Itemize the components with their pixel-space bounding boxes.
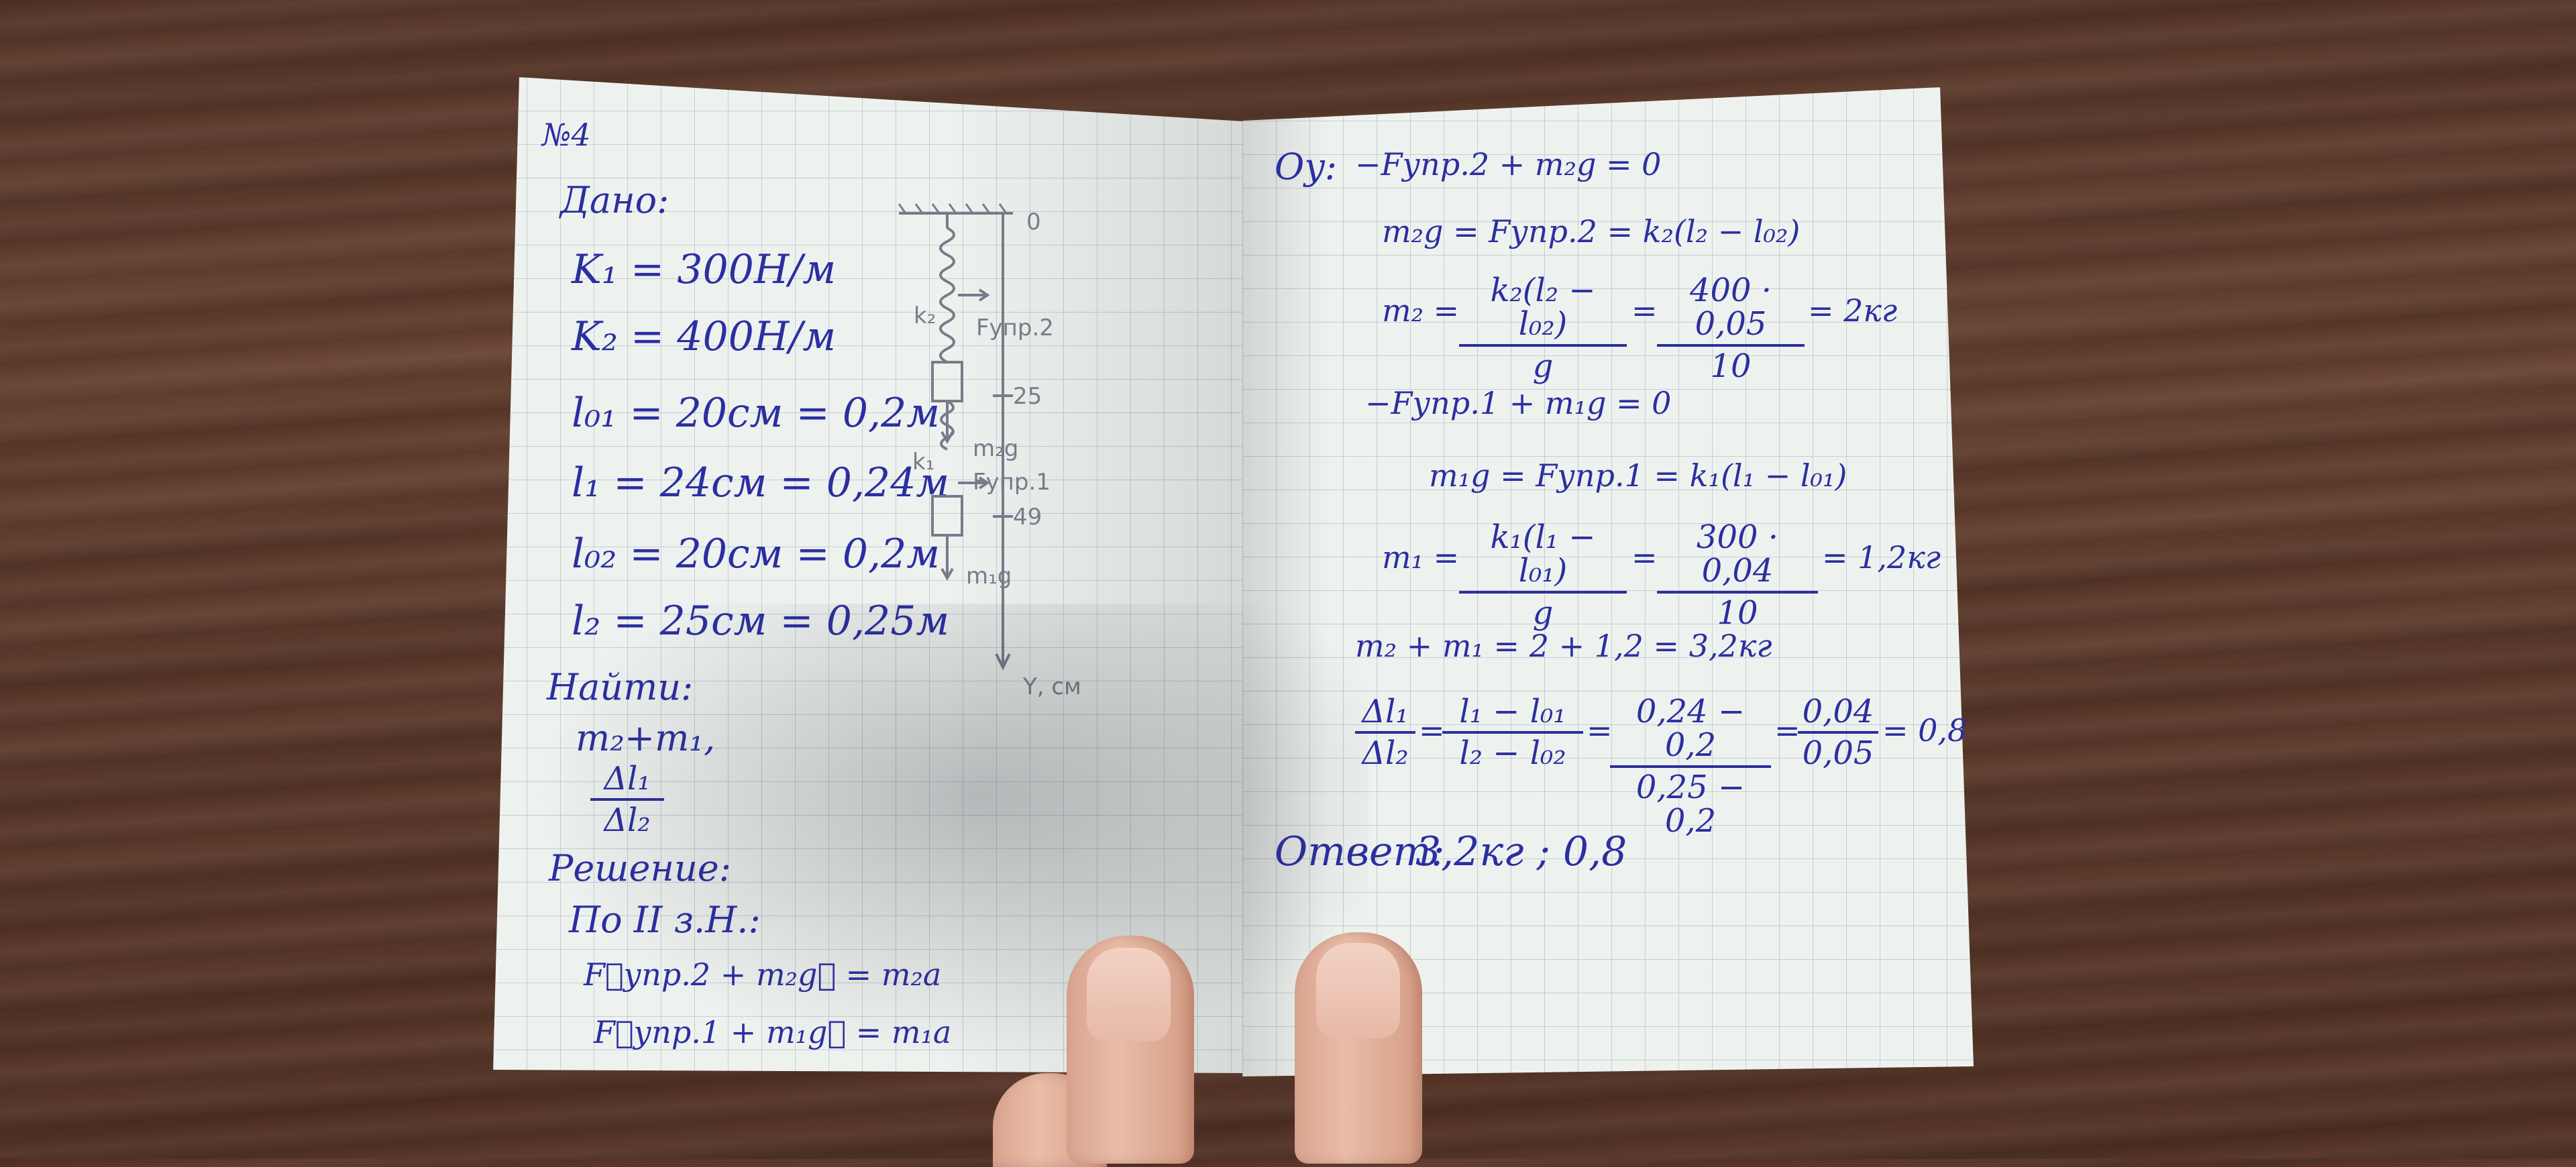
right-line-6-rhs: = 1,2кг xyxy=(1822,539,1941,575)
right-line-3-rhs: = 2кг xyxy=(1808,292,1898,329)
find-ratio-num: Δl₁ xyxy=(590,762,664,801)
given-k1: K₁ = 300Н/м xyxy=(572,246,837,293)
right-line-6-frac-1: k₁(l₁ − l₀₁) g xyxy=(1459,520,1627,630)
equals-sign: = xyxy=(1631,292,1658,329)
find-ratio: Δl₁ Δl₂ xyxy=(590,762,664,838)
diagram-mark-25: 25 xyxy=(1013,383,1042,410)
diagram-origin-label: 0 xyxy=(1026,209,1041,235)
right-line-8-frac-2: l₁ − l₀₁ l₂ − l₀₂ xyxy=(1442,695,1583,771)
right-line-8-frac-3-den: 0,25 − 0,2 xyxy=(1635,768,1746,840)
left-page xyxy=(493,77,1244,1073)
right-line-8-frac-4-num: 0,04 xyxy=(1798,695,1878,734)
find-mass-sum: m₂+m₁, xyxy=(576,717,716,759)
right-line-7: m₂ + m₁ = 2 + 1,2 = 3,2кг xyxy=(1355,628,1772,664)
answer-label: Ответ: xyxy=(1275,828,1445,875)
equals-sign: = xyxy=(1774,712,1801,748)
right-line-6-frac-1-den: g xyxy=(1532,594,1554,632)
diagram-m2-label: m₂g xyxy=(973,435,1018,462)
given-label: Дано: xyxy=(560,179,669,221)
right-line-2: m₂g = Fупр.2 = k₂(l₂ − l₀₂) xyxy=(1382,213,1801,249)
given-l1: l₁ = 24см = 0,24м xyxy=(572,459,950,506)
right-line-8-frac-3: 0,24 − 0,2 0,25 − 0,2 xyxy=(1610,695,1771,838)
answer-value: 3,2кг ; 0,8 xyxy=(1415,828,1627,875)
right-line-4: −Fупр.1 + m₁g = 0 xyxy=(1365,385,1672,421)
right-line-8-frac-2-num: l₁ − l₀₁ xyxy=(1442,695,1583,734)
right-line-8-frac-3-num: 0,24 − 0,2 xyxy=(1610,695,1771,768)
problem-number: №4 xyxy=(542,117,591,153)
diagram-k2-label: k₂ xyxy=(914,302,936,329)
right-page xyxy=(1242,87,1974,1076)
fingernail-left xyxy=(1087,948,1171,1042)
right-line-3-frac-2-num: 400 · 0,05 xyxy=(1657,274,1805,347)
find-label: Найти: xyxy=(547,666,694,708)
right-line-8-frac-1-den: Δl₂ xyxy=(1362,734,1409,773)
right-line-3-frac-1: k₂(l₂ − l₀₂) g xyxy=(1459,274,1627,383)
law-label: По II з.Н.: xyxy=(569,899,761,941)
right-line-3-frac-1-num: k₂(l₂ − l₀₂) xyxy=(1459,274,1627,347)
fingernail-right xyxy=(1316,943,1400,1038)
finger-right xyxy=(1295,932,1422,1164)
right-line-5: m₁g = Fупр.1 = k₁(l₁ − l₀₁) xyxy=(1429,457,1847,494)
right-line-8-frac-1-num: Δl₁ xyxy=(1355,695,1415,734)
given-l2: l₂ = 25см = 0,25м xyxy=(572,598,950,645)
right-line-3-frac-2-den: 10 xyxy=(1710,347,1752,385)
right-line-3-lhs: m₂ = xyxy=(1382,292,1460,329)
finger-left xyxy=(1067,936,1194,1164)
equals-sign: = xyxy=(1419,712,1445,748)
right-line-1: −Fупр.2 + m₂g = 0 xyxy=(1355,146,1662,182)
oy-label: Oy: xyxy=(1275,146,1337,188)
given-k2: K₂ = 400Н/м xyxy=(572,313,837,360)
right-line-8-frac-2-den: l₂ − l₀₂ xyxy=(1459,734,1566,773)
given-l01: l₀₁ = 20см = 0,2м xyxy=(572,390,940,437)
right-line-6-lhs: m₁ = xyxy=(1382,539,1460,575)
right-line-8-rhs: = 0,8 xyxy=(1882,712,1968,748)
right-line-6-frac-2: 300 · 0,04 10 xyxy=(1657,520,1818,630)
equals-sign: = xyxy=(1587,712,1613,748)
right-line-8-frac-4: 0,04 0,05 xyxy=(1798,695,1878,771)
diagram-k1-label: k₁ xyxy=(912,449,934,476)
right-line-3-frac-1-den: g xyxy=(1532,347,1554,385)
equation-1: F⃗упр.2 + m₂g⃗ = m₂a xyxy=(584,956,942,993)
equation-2: F⃗упр.1 + m₁g⃗ = m₁a xyxy=(594,1014,952,1050)
given-l02: l₀₂ = 20см = 0,2м xyxy=(572,531,940,577)
right-line-6-frac-1-num: k₁(l₁ − l₀₁) xyxy=(1459,520,1627,594)
find-ratio-den: Δl₂ xyxy=(604,801,651,840)
right-line-6-frac-2-den: 10 xyxy=(1717,594,1758,632)
diagram-m1-label: m₁g xyxy=(966,563,1012,590)
diagram-f1-label: Fупр.1 xyxy=(973,469,1051,496)
spring-diagram: 0 k₂ Fупр.2 25 m₂g k₁ Fупр.1 49 m₁g Y, с… xyxy=(898,203,1081,700)
right-line-8-frac-4-den: 0,05 xyxy=(1802,734,1874,773)
right-line-8-frac-1: Δl₁ Δl₂ xyxy=(1355,695,1415,771)
diagram-axis-label: Y, см xyxy=(1022,673,1081,700)
diagram-f2-label: Fупр.2 xyxy=(976,315,1054,341)
right-line-6-frac-2-num: 300 · 0,04 xyxy=(1657,520,1818,594)
solution-label: Решение: xyxy=(549,847,731,889)
diagram-mark-49: 49 xyxy=(1013,504,1042,531)
equals-sign: = xyxy=(1631,539,1658,575)
right-line-3-frac-2: 400 · 0,05 10 xyxy=(1657,274,1805,383)
